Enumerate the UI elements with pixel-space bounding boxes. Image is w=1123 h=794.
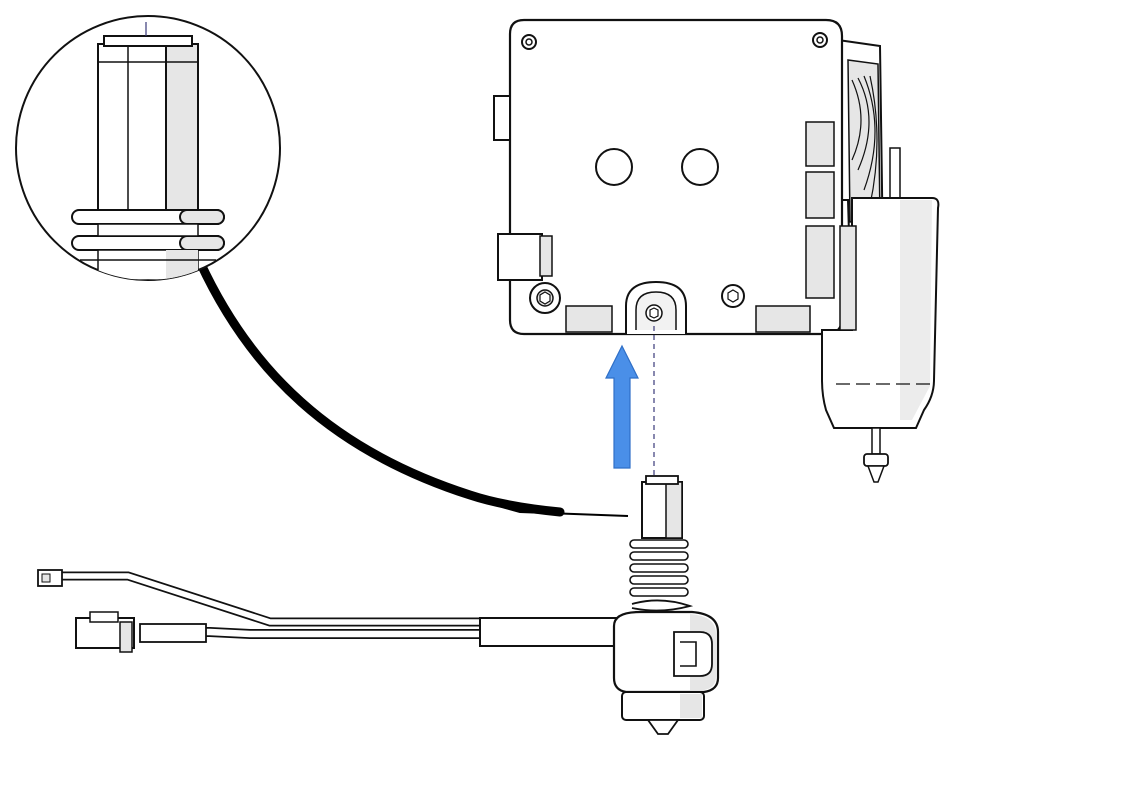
heater-cable (75, 611, 480, 653)
mount-hole-right (681, 148, 719, 186)
hotend-nozzle (612, 475, 720, 735)
screw-left-icon (529, 282, 561, 314)
socket-screw-icon (645, 304, 663, 322)
cable-sleeve (479, 617, 621, 647)
arrow-up-icon (605, 344, 639, 469)
callout-leader-thick (195, 257, 565, 517)
mount-hole-left (595, 148, 633, 186)
sensor-cable (37, 569, 480, 627)
fan-grille-icon (851, 75, 878, 206)
printhead-housing (493, 18, 940, 483)
zoom-callout (15, 15, 281, 281)
screw-right-icon (721, 284, 745, 308)
